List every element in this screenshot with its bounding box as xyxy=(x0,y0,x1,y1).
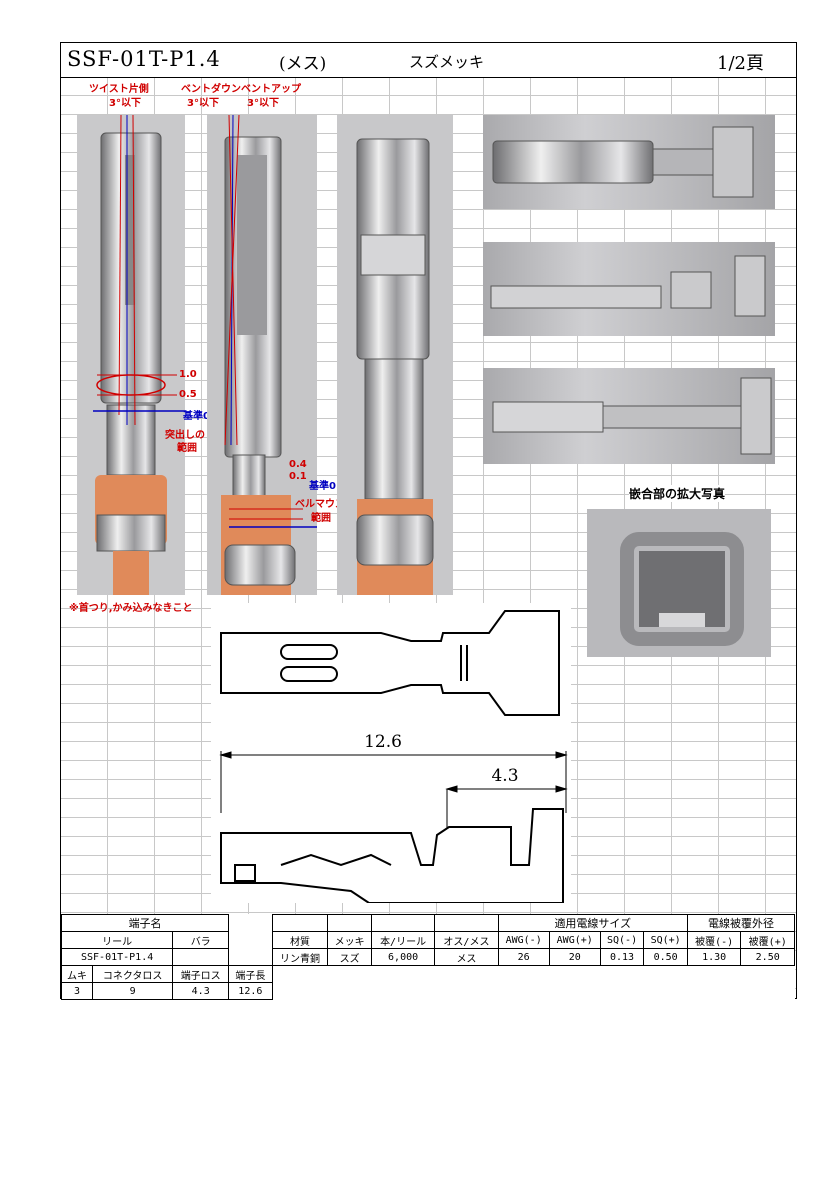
qty-per-reel-header: 本/リール xyxy=(370,931,436,949)
terminal-loss-value: 4.3 xyxy=(172,982,230,1000)
table-header-row-3: ムキ コネクタロス 端子ロス 端子長 xyxy=(60,965,795,983)
photo-bend-view xyxy=(207,114,317,595)
plating-header: メッキ xyxy=(327,931,372,949)
material-header: 材質 xyxy=(271,931,329,949)
terminal-drawing: 12.6 4.3 xyxy=(219,610,568,904)
protrusion-label-1: 突出しの xyxy=(165,430,205,441)
table-row: SSF-01T-P1.4 リン青銅 スズ 6,000 メス 26 20 0.13… xyxy=(60,948,795,966)
sq-max-value: 0.50 xyxy=(643,948,688,966)
material-value: リン青銅 xyxy=(271,948,329,966)
table-header-row-1: 端子名 適用電線サイズ 電線被覆外径 xyxy=(60,914,796,932)
photo-twist-view xyxy=(77,114,185,595)
photo-mating-closeup xyxy=(587,509,771,657)
bellmouth-label-2: 範囲 xyxy=(311,513,331,524)
terminal-loss-header: 端子ロス xyxy=(172,965,230,983)
photo-bottom-view xyxy=(337,115,453,595)
terminal-name-header: 端子名 xyxy=(60,914,230,932)
sq-max-header: SQ(+) xyxy=(643,931,688,949)
terminal-right-photo-2 xyxy=(490,255,766,317)
protrusion-label-2: 範囲 xyxy=(177,443,197,454)
insulation-od-header: 電線被覆外径 xyxy=(686,914,796,932)
dim-0-4: 0.4 xyxy=(289,459,307,470)
dim-0-1: 0.1 xyxy=(289,471,307,482)
datum-zero-2: 基準0 xyxy=(309,481,336,492)
spec-sheet: SSF-01T-P1.4 (メス) スズメッキ 1/2頁 ツイスト片側 3°以下… xyxy=(60,42,797,1000)
reel-header: リール xyxy=(60,931,174,949)
photo-right-top xyxy=(483,115,775,209)
sq-min-header: SQ(-) xyxy=(599,931,645,949)
qty-per-reel-value: 6,000 xyxy=(370,948,436,966)
bentdown-label: ベントダウン xyxy=(181,84,241,95)
dim-1-0: 1.0 xyxy=(179,369,197,380)
page-number: 1/2頁 xyxy=(717,53,764,74)
terminal-sex: (メス) xyxy=(279,54,327,74)
twist-label: ツイスト片側 xyxy=(89,84,149,95)
terminal-length-value: 12.6 xyxy=(228,982,273,1000)
table-row: 3 9 4.3 12.6 xyxy=(60,982,795,1000)
insulation-min-value: 1.30 xyxy=(686,948,742,966)
strip-length-value: 3 xyxy=(60,982,94,1000)
awg-max-header: AWG(+) xyxy=(548,931,601,949)
connector-loss-header: コネクタロス xyxy=(92,965,174,983)
insulation-max-header: 被覆(+) xyxy=(740,931,795,949)
wire-size-header: 適用電線サイズ xyxy=(497,914,688,932)
twist-value: 3°以下 xyxy=(109,98,141,109)
plating-type: スズメッキ xyxy=(409,53,485,71)
title-bar: SSF-01T-P1.4 (メス) スズメッキ 1/2頁 xyxy=(61,43,796,78)
terminal-length-header: 端子長 xyxy=(228,965,273,983)
insulation-min-header: 被覆(-) xyxy=(686,931,742,949)
terminal-right-photo-1 xyxy=(492,126,754,198)
mating-closeup-photo xyxy=(620,532,744,646)
awg-max-value: 20 xyxy=(548,948,601,966)
side-view-outline xyxy=(220,808,564,904)
male-female-value: メス xyxy=(434,948,499,966)
table-header-row-2: リール バラ 材質 メッキ 本/リール オス/メス AWG(-) AWG(+) … xyxy=(60,931,795,949)
reel-part-number: SSF-01T-P1.4 xyxy=(60,948,174,966)
awg-min-value: 26 xyxy=(497,948,550,966)
note-no-hanging: ※首つり,かみ込みなきこと xyxy=(69,603,193,614)
male-female-header: オス/メス xyxy=(434,931,499,949)
spec-table: 端子名 適用電線サイズ 電線被覆外径 リール バラ 材質 メッキ 本/リール オ… xyxy=(60,914,796,1000)
bentup-label: ベントアップ xyxy=(241,84,301,95)
dim-0-5: 0.5 xyxy=(179,389,197,400)
datum-zero-1: 基準0 xyxy=(183,411,210,422)
part-number: SSF-01T-P1.4 xyxy=(67,47,221,71)
dim-overall-length: 12.6 xyxy=(364,732,402,752)
bentdown-value: 3°以下 xyxy=(187,98,219,109)
loose-header: バラ xyxy=(172,931,230,949)
top-view-outline xyxy=(220,610,560,716)
bellmouth-label-1: ベルマウスの xyxy=(295,499,355,510)
photo-right-bottom xyxy=(483,368,775,464)
awg-min-header: AWG(-) xyxy=(497,931,550,949)
bentup-value: 3°以下 xyxy=(247,98,279,109)
sq-min-value: 0.13 xyxy=(599,948,645,966)
terminal-side-photo xyxy=(221,114,317,595)
terminal-bottom-photo xyxy=(356,138,434,595)
plating-value: スズ xyxy=(327,948,372,966)
photo-right-middle xyxy=(483,242,775,336)
strip-length-header: ムキ xyxy=(60,965,94,983)
dim-crimp-length: 4.3 xyxy=(491,766,518,786)
terminal-top-photo xyxy=(93,114,185,595)
connector-loss-value: 9 xyxy=(92,982,174,1000)
insulation-max-value: 2.50 xyxy=(740,948,795,966)
terminal-right-photo-3 xyxy=(492,377,772,455)
technical-drawing: 12.6 4.3 xyxy=(211,603,571,904)
dimension-lines xyxy=(219,751,568,829)
closeup-caption: 嵌合部の拡大写真 xyxy=(629,485,726,502)
